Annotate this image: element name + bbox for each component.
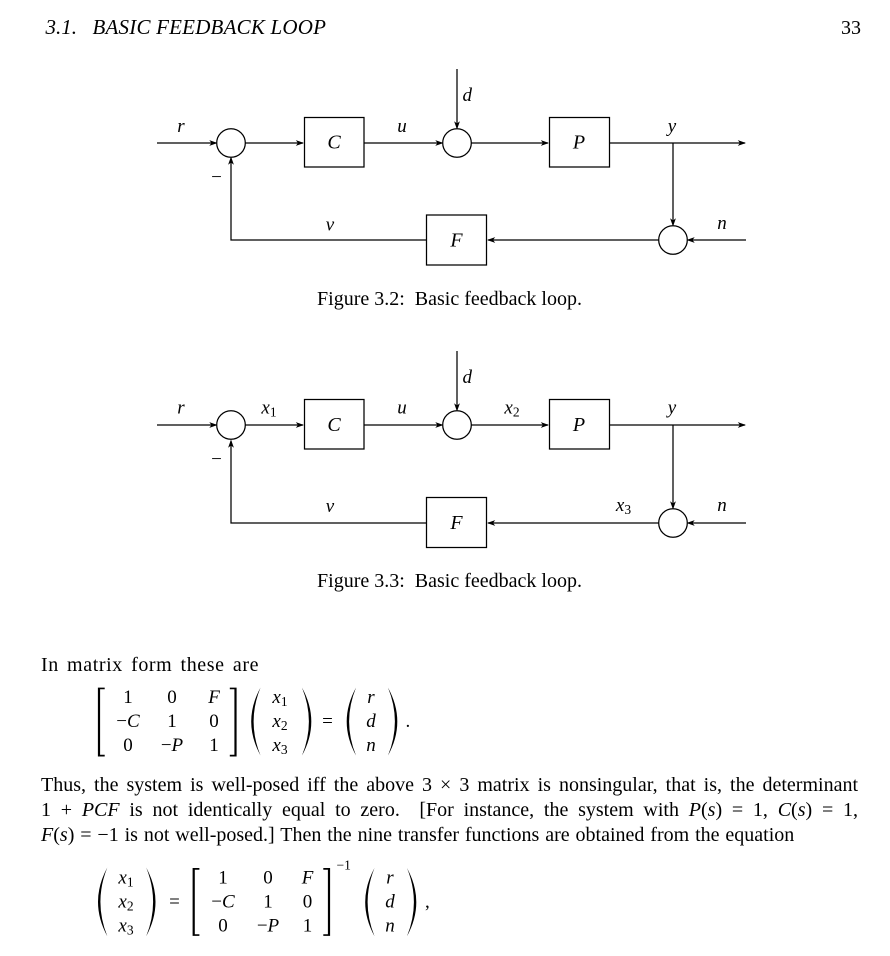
svg-text:−C: −C	[211, 892, 235, 913]
svg-text:x3: x3	[615, 495, 631, 517]
svg-text:r: r	[177, 116, 185, 137]
svg-text:0: 0	[123, 735, 133, 756]
svg-text:x3: x3	[117, 916, 133, 938]
svg-text:C: C	[327, 414, 341, 436]
svg-text:r: r	[386, 868, 394, 889]
svg-text:d: d	[366, 711, 376, 732]
svg-text:−P: −P	[161, 735, 184, 756]
svg-text:y: y	[666, 116, 677, 137]
svg-text:F: F	[449, 230, 463, 252]
svg-text:F: F	[449, 512, 463, 534]
svg-text:x1: x1	[117, 868, 133, 890]
svg-text:u: u	[397, 116, 407, 137]
svg-text:0: 0	[263, 868, 273, 889]
svg-text:y: y	[666, 398, 677, 419]
svg-text:x2: x2	[271, 711, 287, 733]
svg-text:=: =	[322, 711, 333, 732]
svg-text:0: 0	[167, 687, 177, 708]
svg-text:1: 1	[303, 916, 313, 937]
svg-text:n: n	[717, 213, 727, 234]
svg-text:−1: −1	[337, 858, 351, 873]
svg-text:x3: x3	[271, 735, 287, 757]
svg-text:−C: −C	[116, 711, 140, 732]
svg-text:v: v	[326, 215, 335, 236]
svg-text:−: −	[211, 449, 222, 470]
svg-text:=: =	[169, 892, 180, 913]
svg-text:−: −	[211, 167, 222, 188]
svg-text:F: F	[207, 687, 220, 708]
svg-text:0: 0	[218, 916, 228, 937]
svg-text:1: 1	[218, 868, 228, 889]
svg-text:d: d	[463, 85, 473, 106]
svg-text:x2: x2	[503, 398, 519, 420]
svg-text:x1: x1	[271, 687, 287, 709]
svg-text:v: v	[326, 496, 335, 517]
svg-text:1: 1	[209, 735, 219, 756]
svg-text:d: d	[385, 892, 395, 913]
svg-text:F: F	[301, 868, 314, 889]
svg-text:x2: x2	[117, 892, 133, 914]
svg-text:n: n	[366, 735, 376, 756]
svg-text:n: n	[385, 916, 395, 937]
svg-text:1: 1	[167, 711, 177, 732]
svg-text:r: r	[177, 398, 185, 419]
svg-text:1: 1	[123, 687, 133, 708]
svg-text:r: r	[367, 687, 375, 708]
svg-text:x1: x1	[260, 398, 276, 420]
svg-text:n: n	[717, 495, 727, 516]
svg-text:.: .	[406, 711, 411, 732]
svg-text:0: 0	[303, 892, 313, 913]
svg-text:u: u	[397, 398, 407, 419]
svg-text:1: 1	[263, 892, 273, 913]
svg-text:,: ,	[425, 892, 430, 913]
svg-text:d: d	[463, 367, 473, 388]
svg-text:−P: −P	[257, 916, 280, 937]
svg-text:P: P	[572, 132, 585, 154]
svg-text:C: C	[327, 132, 341, 154]
svg-text:0: 0	[209, 711, 219, 732]
svg-text:P: P	[572, 414, 585, 436]
